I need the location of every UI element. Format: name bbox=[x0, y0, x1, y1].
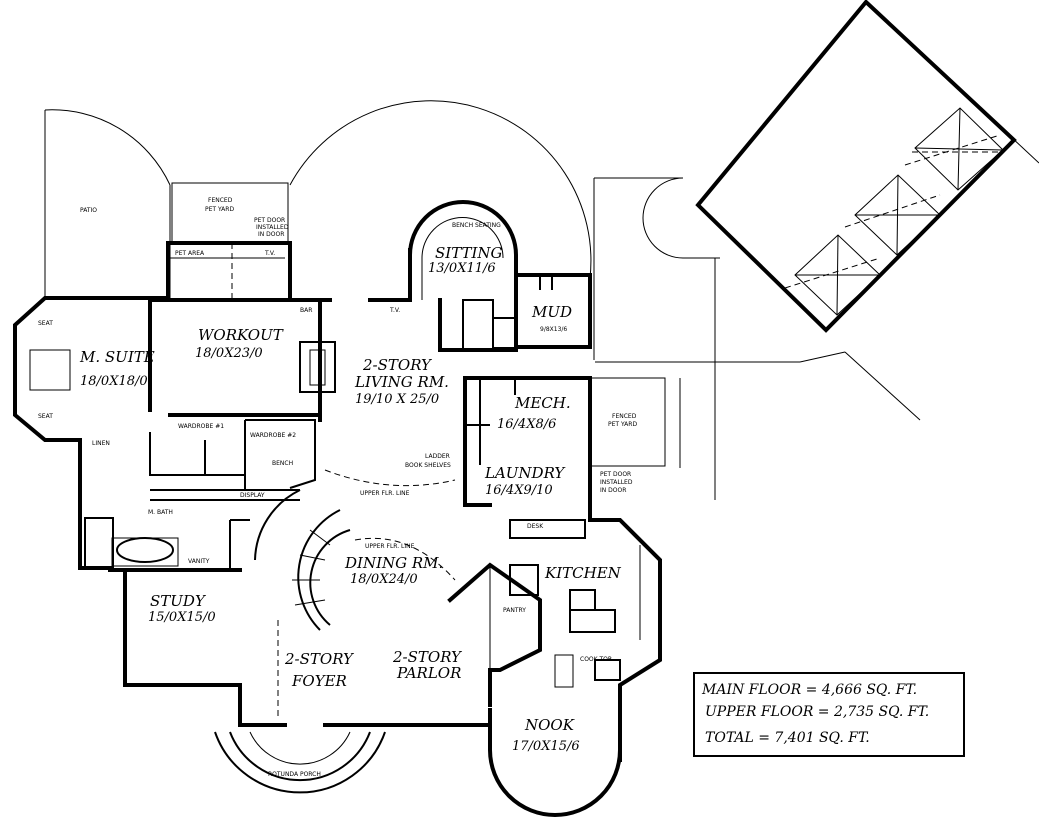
svg-text:DESK: DESK bbox=[527, 523, 544, 530]
rotunda-porch bbox=[214, 731, 386, 794]
mech-label: MECH. bbox=[514, 394, 571, 412]
svg-text:SEAT: SEAT bbox=[38, 413, 53, 420]
bed-icon bbox=[29, 349, 71, 391]
kitchen-label: KITCHEN bbox=[544, 564, 622, 582]
m-suite-dim: 18/0X18/0 bbox=[80, 374, 148, 389]
m-suite-label: M. SUITE bbox=[79, 348, 155, 366]
sitting-dim: 13/0X11/6 bbox=[428, 261, 496, 276]
svg-text:UPPER FLR. LINE: UPPER FLR. LINE bbox=[365, 543, 415, 550]
svg-text:T.V.: T.V. bbox=[264, 250, 275, 257]
svg-text:INSTALLED: INSTALLED bbox=[600, 479, 633, 486]
svg-text:INSTALLED: INSTALLED bbox=[256, 224, 289, 231]
svg-text:PET DOOR: PET DOOR bbox=[254, 217, 285, 224]
svg-text:PET DOOR: PET DOOR bbox=[600, 471, 631, 478]
foyer-label: 2-STORY bbox=[284, 650, 355, 668]
svg-text:9/8X13/6: 9/8X13/6 bbox=[540, 326, 567, 333]
patio: PATIO bbox=[44, 109, 171, 300]
upper-floor-lines bbox=[277, 469, 491, 725]
laundry-dim: 16/4X9/10 bbox=[485, 483, 553, 498]
svg-text:PET YARD: PET YARD bbox=[205, 206, 234, 213]
nook-dim: 17/0X15/6 bbox=[512, 739, 580, 754]
svg-text:BENCH: BENCH bbox=[272, 460, 293, 467]
svg-text:M. BATH: M. BATH bbox=[148, 509, 173, 516]
foyer-label-b: FOYER bbox=[291, 672, 347, 690]
upper-floor-area: UPPER FLOOR = 2,735 SQ. FT. bbox=[705, 704, 929, 720]
main-floor-area: MAIN FLOOR = 4,666 SQ. FT. bbox=[701, 682, 917, 698]
living-label-b: LIVING RM. bbox=[354, 373, 449, 391]
dining-label: DINING RM. bbox=[344, 554, 443, 572]
svg-text:BAR: BAR bbox=[300, 307, 312, 314]
driveway bbox=[593, 177, 921, 500]
svg-text:VANITY: VANITY bbox=[188, 558, 210, 565]
workout-label: WORKOUT bbox=[198, 326, 284, 344]
mech-dim: 16/4X8/6 bbox=[497, 417, 556, 432]
svg-text:BENCH SEATING: BENCH SEATING bbox=[452, 222, 501, 229]
svg-text:IN DOOR: IN DOOR bbox=[600, 487, 626, 494]
svg-text:LADDER: LADDER bbox=[425, 453, 450, 460]
svg-text:FENCED: FENCED bbox=[208, 197, 233, 204]
total-area: TOTAL = 7,401 SQ. FT. bbox=[705, 730, 870, 746]
svg-text:PANTRY: PANTRY bbox=[503, 607, 526, 614]
svg-text:PET YARD: PET YARD bbox=[608, 421, 637, 428]
area-summary-box bbox=[693, 672, 965, 757]
garage bbox=[695, 0, 1039, 333]
fenced-pet-yard-top: FENCED PET YARD PET DOOR INSTALLED IN DO… bbox=[171, 182, 289, 244]
svg-text:COOK TOP: COOK TOP bbox=[580, 656, 612, 663]
tub-icon bbox=[116, 537, 174, 563]
exterior-walls bbox=[13, 200, 666, 817]
parlor-label: 2-STORY bbox=[392, 648, 463, 666]
living-room-arc bbox=[289, 100, 592, 279]
svg-text:LINEN: LINEN bbox=[92, 440, 110, 447]
mud-label: MUD bbox=[531, 303, 572, 321]
svg-text:DISPLAY: DISPLAY bbox=[240, 492, 265, 499]
svg-text:BOOK SHELVES: BOOK SHELVES bbox=[405, 462, 451, 469]
dining-dim: 18/0X24/0 bbox=[350, 572, 418, 587]
svg-text:ROTUNDA PORCH: ROTUNDA PORCH bbox=[268, 771, 321, 778]
parlor-label-b: PARLOR bbox=[396, 664, 461, 682]
living-dim: 19/10 X 25/0 bbox=[355, 392, 439, 407]
svg-text:WARDROBE #1: WARDROBE #1 bbox=[178, 423, 224, 430]
svg-text:SEAT: SEAT bbox=[38, 320, 53, 327]
svg-text:PET AREA: PET AREA bbox=[175, 250, 205, 257]
workout-dim: 18/0X23/0 bbox=[195, 346, 263, 361]
laundry-label: LAUNDRY bbox=[484, 464, 566, 482]
study-dim: 15/0X15/0 bbox=[148, 610, 216, 625]
patio-label: PATIO bbox=[80, 207, 97, 214]
svg-text:WARDROBE #2: WARDROBE #2 bbox=[250, 432, 296, 439]
living-label: 2-STORY bbox=[362, 356, 433, 374]
svg-text:UPPER FLR. LINE: UPPER FLR. LINE bbox=[360, 490, 410, 497]
study-label: STUDY bbox=[150, 592, 207, 610]
svg-text:IN DOOR: IN DOOR bbox=[258, 231, 284, 238]
sitting-label: SITTING bbox=[435, 244, 503, 262]
spiral-stair bbox=[292, 509, 351, 631]
workout-equipment bbox=[299, 341, 336, 393]
svg-text:FENCED: FENCED bbox=[612, 413, 637, 420]
svg-text:T.V.: T.V. bbox=[389, 307, 400, 314]
nook-label: NOOK bbox=[524, 716, 575, 734]
